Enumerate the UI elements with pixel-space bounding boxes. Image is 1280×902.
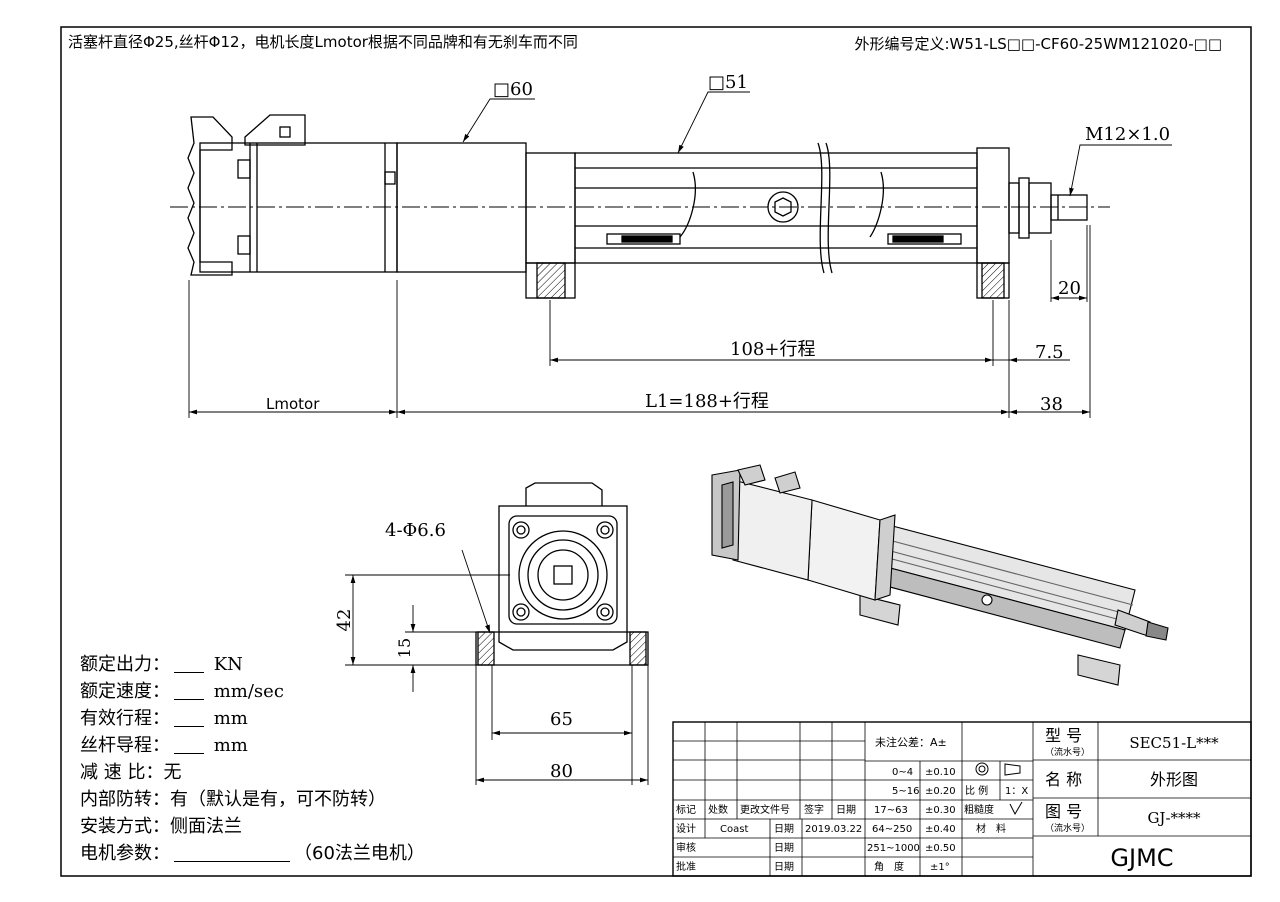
tol-value-3: ±0.40 (925, 824, 956, 835)
name-value: 外形图 (1150, 770, 1198, 789)
dim-width-65: 65 (550, 709, 573, 730)
tol-value-2: ±0.30 (925, 805, 956, 816)
rod-thread-end (1050, 194, 1088, 221)
dim-rod-thread: M12×1.0 (1085, 124, 1170, 145)
drawing-frame (60, 26, 1252, 877)
end-dimensions (345, 549, 649, 785)
drawing-no-label: 图 号 (1045, 802, 1082, 821)
spec-anti-rotation: 内部防转：有（默认是有，可不防转） (80, 789, 386, 810)
rear-block (976, 147, 1010, 264)
connector-pin (279, 126, 291, 138)
approve-date-label: 日期 (774, 861, 794, 873)
rev-header-mark: 标记 (676, 804, 696, 816)
scale-label: 比 例 (965, 784, 988, 797)
material-label: 材 料 (976, 822, 1006, 835)
blank-field (174, 681, 204, 700)
design-date: 2019.03.22 (805, 824, 862, 835)
name-label: 名 称 (1045, 770, 1082, 789)
end-flange (498, 505, 628, 633)
spec-reduction: 减 速 比：无 (80, 762, 182, 783)
dim-height-15: 15 (395, 638, 414, 658)
roughness-symbol (1009, 801, 1023, 816)
motor-body (199, 142, 398, 273)
dim-height-42: 42 (334, 609, 355, 632)
drawing-no-sub: （流水号） (1045, 822, 1090, 834)
motor-end-cap (187, 116, 233, 276)
dim-body-profile: □51 (708, 72, 748, 93)
tol-value-4: ±0.50 (925, 843, 956, 854)
design-date-label: 日期 (774, 823, 794, 835)
side-view (170, 114, 1110, 299)
tol-range-3: 64~250 (872, 824, 912, 835)
tol-range-0: 0~4 (892, 767, 913, 778)
tol-value-0: ±0.10 (925, 767, 956, 778)
blank-field (174, 654, 204, 673)
spec-motor: 电机参数：（60法兰电机） (80, 843, 425, 864)
dim-rod-end: 20 (1058, 278, 1081, 299)
spec-stroke: 有效行程： mm (80, 708, 248, 729)
rev-header-date: 日期 (836, 804, 856, 816)
end-base (475, 631, 649, 666)
dim-body-length: L1=188+行程 (645, 391, 769, 412)
designer-name: Coast (720, 824, 748, 835)
dim-motor-flange: □60 (493, 79, 533, 100)
dim-rod-extension: 38 (1040, 394, 1063, 415)
rev-header-count: 处数 (708, 803, 728, 816)
dim-holes: 4-Φ6.6 (385, 520, 446, 541)
title-block (672, 721, 1252, 877)
spec-mounting: 安装方式：侧面法兰 (80, 816, 242, 837)
tol-value-5: ±1° (930, 862, 950, 873)
tol-value-1: ±0.20 (925, 786, 956, 797)
approve-label: 批准 (676, 860, 696, 873)
sensor-left (606, 233, 681, 245)
tolerance-header: 未注公差：A± (875, 735, 947, 749)
company-name: GJMC (1110, 844, 1173, 872)
rev-header-file: 更改文件号 (740, 803, 790, 816)
blank-field (174, 708, 204, 727)
end-view (475, 482, 649, 666)
tol-range-2: 17~63 (874, 805, 908, 816)
motor-connector (244, 114, 306, 146)
roughness-label: 粗糙度 (964, 803, 994, 816)
dim-width-80: 80 (550, 761, 573, 782)
design-label: 设计 (676, 822, 696, 835)
tol-range-5: 角 度 (874, 860, 904, 873)
header-note: 活塞杆直径Φ25,丝杆Φ12，电机长度Lmotor根据不同品牌和有无刹车而不同 (68, 33, 578, 51)
drawing-no-value: GJ-**** (1147, 809, 1201, 827)
sensor-right (887, 233, 962, 245)
rod-collar (1008, 182, 1020, 234)
piston-rod (1028, 182, 1052, 234)
model-value: SEC51-L*** (1129, 734, 1219, 752)
spec-lead: 丝杆导程： mm (80, 735, 248, 756)
spec-list: 额定出力： KN 额定速度： mm/sec 有效行程： mm 丝杆导程： mm … (80, 651, 425, 867)
center-screw (767, 191, 799, 223)
side-dimensions (188, 91, 1172, 418)
blank-field (174, 843, 290, 862)
dim-mount-offset: 7.5 (1035, 342, 1064, 363)
isometric-view (711, 464, 1169, 686)
code-definition: 外形编号定义:W51-LS□□-CF60-25WM121020-□□ (854, 35, 1222, 53)
tol-range-4: 251~1000 (867, 843, 920, 854)
front-block (525, 152, 576, 264)
spec-rated-force: 额定出力： KN (80, 654, 243, 675)
tol-range-1: 5~16 (892, 786, 919, 797)
profile-tube (574, 152, 978, 264)
title-block-text: 未注公差：A± 0~4 ±0.10 5~16 ±0.20 17~63 ±0.30… (676, 726, 1219, 873)
spec-rated-speed: 额定速度： mm/sec (80, 681, 284, 702)
projection-symbol (975, 762, 1021, 776)
model-sub: （流水号） (1045, 746, 1090, 758)
model-label: 型 号 (1045, 726, 1082, 745)
rev-header-sign: 签字 (804, 803, 824, 816)
dim-motor-length: Lmotor (266, 395, 320, 413)
end-connector (525, 482, 603, 506)
review-date-label: 日期 (774, 842, 794, 854)
motor-flange (396, 142, 527, 273)
end-boss (518, 530, 608, 620)
dim-mount-spacing: 108+行程 (730, 339, 815, 360)
scale-value: 1：X (1005, 786, 1028, 797)
blank-field (174, 735, 204, 754)
review-label: 审核 (676, 841, 696, 854)
